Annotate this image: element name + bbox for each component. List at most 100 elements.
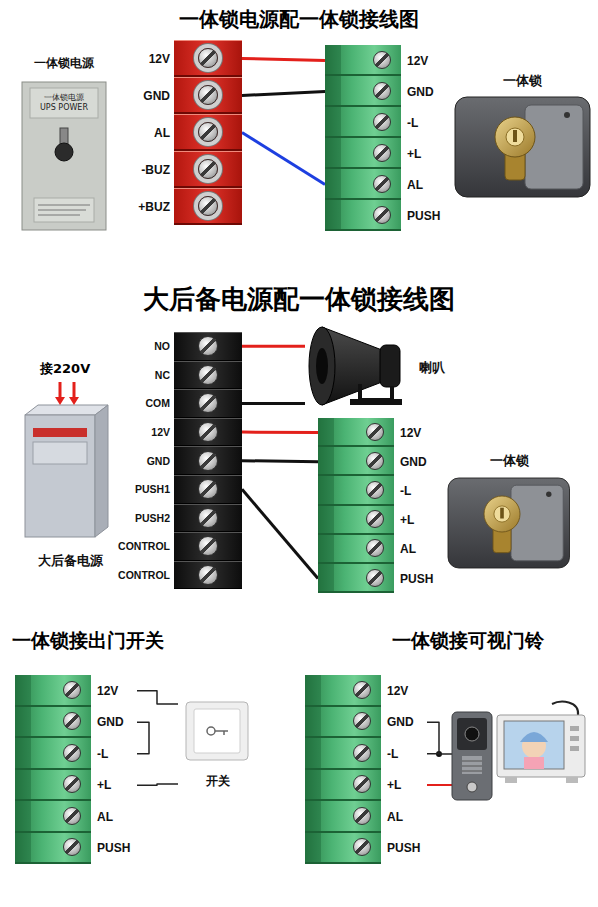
outdoor-doorbell <box>462 766 482 767</box>
terminal-pin: -L <box>305 738 427 770</box>
terminal-screw <box>63 712 81 730</box>
pin-label: NC <box>112 361 174 390</box>
terminal-cell <box>174 561 242 590</box>
terminal-pin: +L <box>325 138 447 169</box>
speaker-illustration <box>350 399 402 405</box>
pin-label: +BUZ <box>134 188 174 225</box>
outdoor-doorbell <box>462 756 482 774</box>
terminal-cell <box>325 107 401 138</box>
pin-label: +L <box>394 506 440 535</box>
terminal-cell <box>15 770 91 802</box>
terminal-screw <box>353 775 371 793</box>
terminal-pin: 12V <box>134 40 242 77</box>
indoor-monitor <box>566 777 578 783</box>
pin-label: +L <box>381 770 427 802</box>
device-label: 一体锁 <box>503 72 542 90</box>
mains-arrows <box>73 382 76 398</box>
terminal-screw <box>373 144 391 162</box>
wire <box>242 402 305 405</box>
wire <box>242 345 305 348</box>
terminal-screw <box>353 744 371 762</box>
terminal-screw <box>63 807 81 825</box>
pin-label: AL <box>394 535 440 564</box>
terminal-cell <box>174 532 242 561</box>
terminal-screw <box>373 51 391 69</box>
terminal-screw <box>63 775 81 793</box>
terminal-screw <box>366 423 384 441</box>
section-title: 一体锁接出门开关 <box>12 628 164 654</box>
pin-label: AL <box>381 801 427 833</box>
pin-label: -L <box>381 738 427 770</box>
terminal-screw <box>353 712 371 730</box>
section-title: 大后备电源配一体锁接线图 <box>0 282 598 317</box>
terminal-cell <box>15 675 91 707</box>
exit-switch <box>223 731 225 735</box>
electric-lock: 一体锁 <box>448 452 570 577</box>
terminal-pin: -L <box>325 107 447 138</box>
terminal-cell <box>305 675 381 707</box>
indoor-monitor <box>570 726 579 731</box>
terminal-cell <box>174 446 242 475</box>
terminal-screw <box>353 807 371 825</box>
terminal-cell <box>318 418 394 447</box>
backup-power-box <box>95 405 108 537</box>
terminal-pin: AL <box>134 114 242 151</box>
mains-arrows <box>69 397 79 405</box>
terminal-cell <box>305 801 381 833</box>
power-supply: 一体锁电源一体锁电源UPS POWER <box>18 55 110 235</box>
pin-label: CONTROL <box>112 532 174 561</box>
terminal-pin: 12V <box>318 418 440 447</box>
speaker-illustration <box>309 327 335 405</box>
terminal-cell <box>174 332 242 361</box>
terminal-cell <box>174 40 242 77</box>
terminal-cell <box>174 114 242 151</box>
terminal-cell <box>174 77 242 114</box>
terminal-cell <box>174 188 242 225</box>
pin-label: GND <box>134 77 174 114</box>
terminal-screw <box>198 159 218 179</box>
pin-label: PUSH <box>381 833 427 865</box>
supply-note: 接220V <box>40 360 90 378</box>
terminal-screw <box>198 393 218 413</box>
pin-label: 12V <box>394 418 440 447</box>
indoor-monitor <box>497 702 585 783</box>
terminal-cell <box>15 707 91 739</box>
power-supply-box <box>38 205 90 206</box>
pin-label: AL <box>401 169 447 200</box>
outdoor-doorbell <box>452 712 492 800</box>
terminal-cell <box>305 770 381 802</box>
lock-illustration <box>455 97 590 197</box>
pin-label: 12V <box>381 675 427 707</box>
pin-label: GND <box>401 76 447 107</box>
terminal-pin: AL <box>318 535 440 564</box>
terminal-screw <box>198 336 218 356</box>
pin-label: AL <box>134 114 174 151</box>
pin-label: -L <box>91 738 137 770</box>
wire <box>242 431 318 435</box>
power-supply-box <box>38 215 80 216</box>
terminal-pin: +BUZ <box>134 188 242 225</box>
backup-power-box <box>33 442 87 464</box>
pin-label: -BUZ <box>134 151 174 188</box>
terminal-cell <box>174 361 242 390</box>
terminal-cell <box>325 200 401 231</box>
exit-switch <box>194 709 240 753</box>
indoor-monitor <box>570 746 579 751</box>
wire <box>137 691 178 704</box>
pin-label: COM <box>112 389 174 418</box>
terminal-screw <box>198 122 218 142</box>
terminal-pin: 12V <box>305 675 427 707</box>
terminal-screw <box>198 536 218 556</box>
terminal-screw <box>198 508 218 528</box>
pin-label: GND <box>112 446 174 475</box>
indoor-monitor <box>552 702 578 716</box>
wire <box>242 92 325 96</box>
terminal-pin: PUSH <box>318 564 440 593</box>
device-label: 喇叭 <box>419 359 445 377</box>
outdoor-doorbell <box>457 718 487 750</box>
device-label: 一体锁 <box>490 452 529 470</box>
pin-label: +L <box>401 138 447 169</box>
terminal-pin: GND <box>134 77 242 114</box>
backup-power-box <box>25 405 108 537</box>
wire <box>242 489 318 578</box>
